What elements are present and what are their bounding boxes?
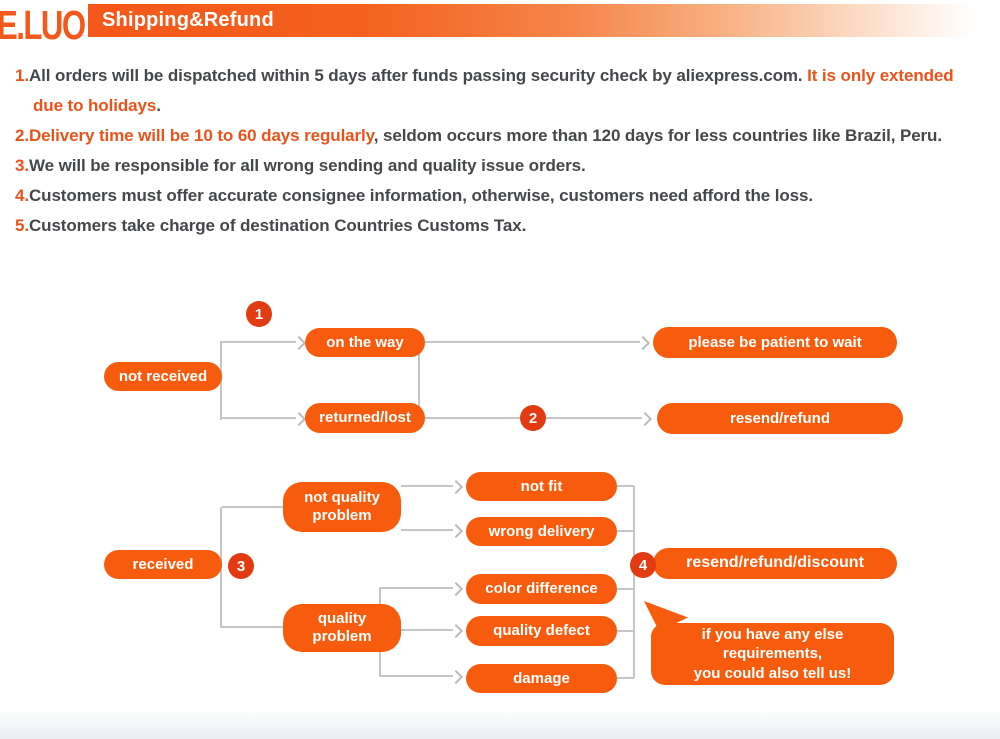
policy-text: We will be responsible for all wrong sen… <box>28 156 586 175</box>
brand-logo: E.LUO <box>0 2 86 48</box>
speech-bubble: if you have any else requirements, you c… <box>651 623 894 685</box>
flow-node-wrong-delivery: wrong delivery <box>466 517 617 546</box>
policy-text: , seldom occurs more than 120 days for l… <box>373 126 942 145</box>
connector-line <box>220 341 296 343</box>
policy-item-4: 4.Customers must offer accurate consigne… <box>15 181 967 211</box>
flow-node-not-received: not received <box>104 362 222 391</box>
policy-number: 3. <box>15 156 29 175</box>
flow-node-damage: damage <box>466 664 617 693</box>
flow-node-please-be-patient: please be patient to wait <box>653 327 897 358</box>
policy-list: 1.All orders will be dispatched within 5… <box>15 61 967 241</box>
connector-line <box>425 341 640 343</box>
connector-line <box>401 529 453 531</box>
connector-line <box>617 630 634 632</box>
connector-line <box>401 629 453 631</box>
footer-tint <box>0 709 1000 739</box>
arrowhead <box>637 411 653 427</box>
speech-bubble-line2: you could also tell us! <box>693 664 852 682</box>
step-badge-4: 4 <box>630 552 656 578</box>
connector-line <box>617 588 634 590</box>
arrowhead <box>448 479 464 495</box>
flow-node-quality-problem: quality problem <box>283 604 401 652</box>
policy-text-highlight: Delivery time will be 10 to 60 days regu… <box>28 126 374 145</box>
connector-line <box>617 677 634 679</box>
section-title: Shipping&Refund <box>102 9 274 31</box>
connector-line <box>222 506 283 508</box>
connector-line <box>633 486 635 678</box>
connector-line <box>617 485 634 487</box>
flow-node-not-quality-problem: not quality problem <box>283 482 401 532</box>
arrowhead <box>291 411 307 427</box>
flow-node-resend-refund: resend/refund <box>657 403 903 434</box>
connector-line <box>617 530 634 532</box>
section-banner: Shipping&Refund <box>88 4 1000 37</box>
flow-node-received: received <box>104 550 222 579</box>
step-badge-1: 1 <box>246 301 272 327</box>
connector-line <box>380 675 453 677</box>
arrowhead <box>448 623 464 639</box>
connector-line <box>401 485 453 487</box>
policy-item-2: 2.Delivery time will be 10 to 60 days re… <box>15 121 967 151</box>
policy-number: 2. <box>15 126 29 145</box>
flow-node-not-fit: not fit <box>466 472 617 501</box>
step-badge-2: 2 <box>520 405 546 431</box>
arrowhead <box>635 335 651 351</box>
connector-line <box>220 417 296 419</box>
policy-text: All orders will be dispatched within 5 d… <box>28 66 808 85</box>
connector-line <box>418 352 420 408</box>
flow-node-returned-lost: returned/lost <box>305 403 425 433</box>
policy-number: 5. <box>15 216 29 235</box>
connector-line <box>222 626 283 628</box>
arrowhead <box>448 669 464 685</box>
arrowhead <box>291 335 307 351</box>
policy-item-3: 3.We will be responsible for all wrong s… <box>15 151 967 181</box>
policy-item-1: 1.All orders will be dispatched within 5… <box>15 61 967 121</box>
flow-node-quality-defect: quality defect <box>466 616 617 646</box>
policy-number: 4. <box>15 186 29 205</box>
policy-text: Customers must offer accurate consignee … <box>28 186 813 205</box>
connector-line <box>380 587 453 589</box>
speech-bubble-line1: if you have any else requirements, <box>701 625 844 663</box>
arrowhead <box>448 523 464 539</box>
policy-item-5: 5.Customers take charge of destination C… <box>15 211 967 241</box>
policy-text: Customers take charge of destination Cou… <box>28 216 527 235</box>
step-badge-3: 3 <box>228 553 254 579</box>
flow-node-resend-refund-discount: resend/refund/discount <box>653 548 897 579</box>
policy-text-highlight: It is only extended due to holidays <box>33 66 954 115</box>
flow-node-color-difference: color difference <box>466 574 617 604</box>
policy-text: . <box>156 96 161 115</box>
arrowhead <box>448 581 464 597</box>
flow-node-on-the-way: on the way <box>305 328 425 357</box>
policy-number: 1. <box>15 66 29 85</box>
